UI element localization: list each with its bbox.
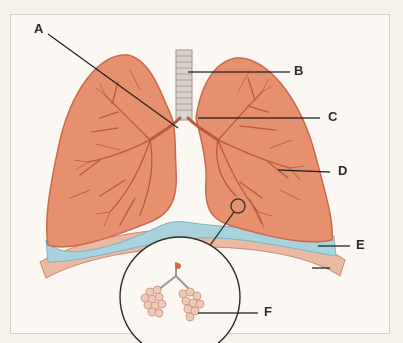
left-lung (47, 55, 177, 247)
label-e: E (356, 238, 365, 251)
alveoli-inset (120, 237, 240, 343)
label-b: B (294, 64, 303, 77)
label-d: D (338, 164, 347, 177)
label-f: F (264, 305, 272, 318)
label-c: C (328, 110, 337, 123)
trachea (176, 50, 192, 120)
label-a: A (34, 22, 43, 35)
